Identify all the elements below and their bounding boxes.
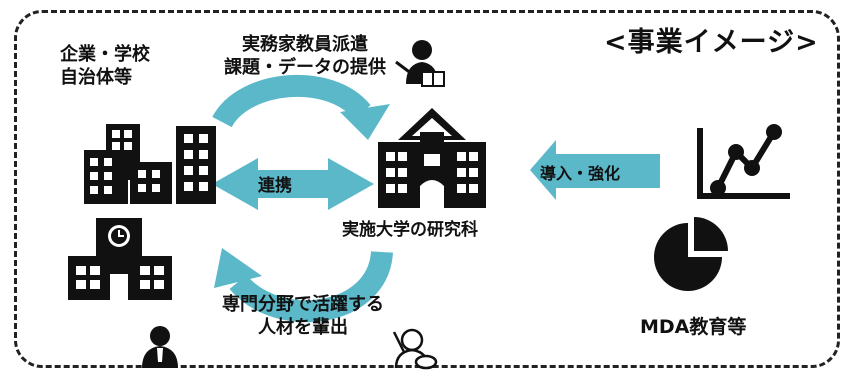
collab-label: 連携 [258,176,292,196]
talent-label-line-2: 人材を輩出 [258,316,348,338]
businessman-icon [142,326,178,368]
dispatch-label: 実務家教員派遣 課題・データの提供 [210,34,400,79]
office-buildings-icon [84,124,216,204]
dispatch-label-line-2: 課題・データの提供 [224,56,386,78]
company-label: 企業・学校 自治体等 [60,44,180,89]
curved-arrow-bottom [214,248,393,323]
talent-label-line-1: 専門分野で活躍する [222,294,384,315]
university-label: 実施大学の研究科 [342,220,478,240]
dispatch-label-line-1: 実務家教員派遣 [242,34,368,55]
line-chart-icon [697,124,790,199]
collab-double-arrow [212,158,374,210]
intro-arrow [530,140,660,200]
pie-chart-icon [654,217,728,291]
mda-label: MDA教育等 [640,316,747,338]
company-label-line-2: 自治体等 [60,66,132,88]
company-label-line-1: 企業・学校 [60,44,150,65]
intro-label: 導入・強化 [540,164,621,183]
artist-icon [392,328,438,370]
teacher-icon [395,40,445,87]
talent-label: 専門分野で活躍する 人材を輩出 [192,294,414,339]
school-clock-icon [68,218,172,300]
page-title: <事業イメージ> [604,27,819,58]
curved-arrow-top [212,74,390,140]
university-icon [378,108,486,208]
